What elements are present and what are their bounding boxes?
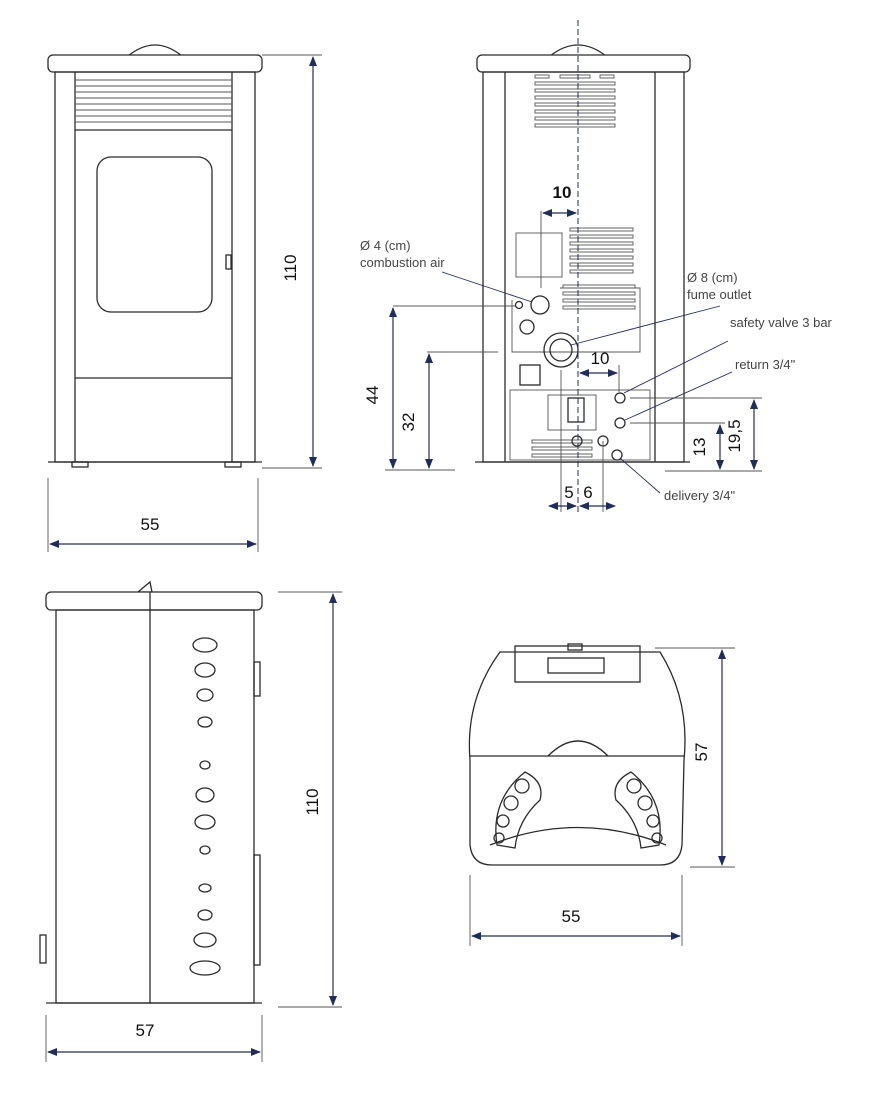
combustion-air-size-label: Ø 4 (cm) <box>360 238 411 253</box>
front-view: 110 55 <box>47 44 322 552</box>
front-height-dimension: 110 <box>281 254 300 281</box>
rear-height-44-dimension: 44 <box>363 386 382 405</box>
side-depth-dimension: 57 <box>136 1021 155 1040</box>
rear-right-offset-dimension: 6 <box>583 483 592 502</box>
top-width-dimension: 55 <box>562 907 581 926</box>
delivery-label: delivery 3/4" <box>664 488 735 503</box>
rear-height-13-dimension: 13 <box>690 438 709 457</box>
rear-top-offset-dimension: 10 <box>553 183 572 202</box>
fume-outlet-size-label: Ø 8 (cm) <box>687 270 738 285</box>
top-view: 57 55 <box>468 643 735 946</box>
rear-mid-offset-dimension: 10 <box>591 349 610 368</box>
side-height-dimension: 110 <box>303 788 322 815</box>
front-width-dimension: 55 <box>141 515 160 534</box>
combustion-air-label: combustion air <box>360 255 445 270</box>
side-view: 110 57 <box>39 580 342 1062</box>
rear-view: 10 10 44 32 5 6 13 19,5 Ø 4 (cm) combust… <box>360 20 833 512</box>
fume-outlet-label: fume outlet <box>687 287 752 302</box>
safety-valve-label: safety valve 3 bar <box>730 315 833 330</box>
rear-height-19-5-dimension: 19,5 <box>725 419 744 452</box>
top-depth-dimension: 57 <box>692 743 711 762</box>
rear-height-32-dimension: 32 <box>399 413 418 432</box>
rear-left-offset-dimension: 5 <box>564 483 573 502</box>
return-label: return 3/4" <box>735 357 796 372</box>
